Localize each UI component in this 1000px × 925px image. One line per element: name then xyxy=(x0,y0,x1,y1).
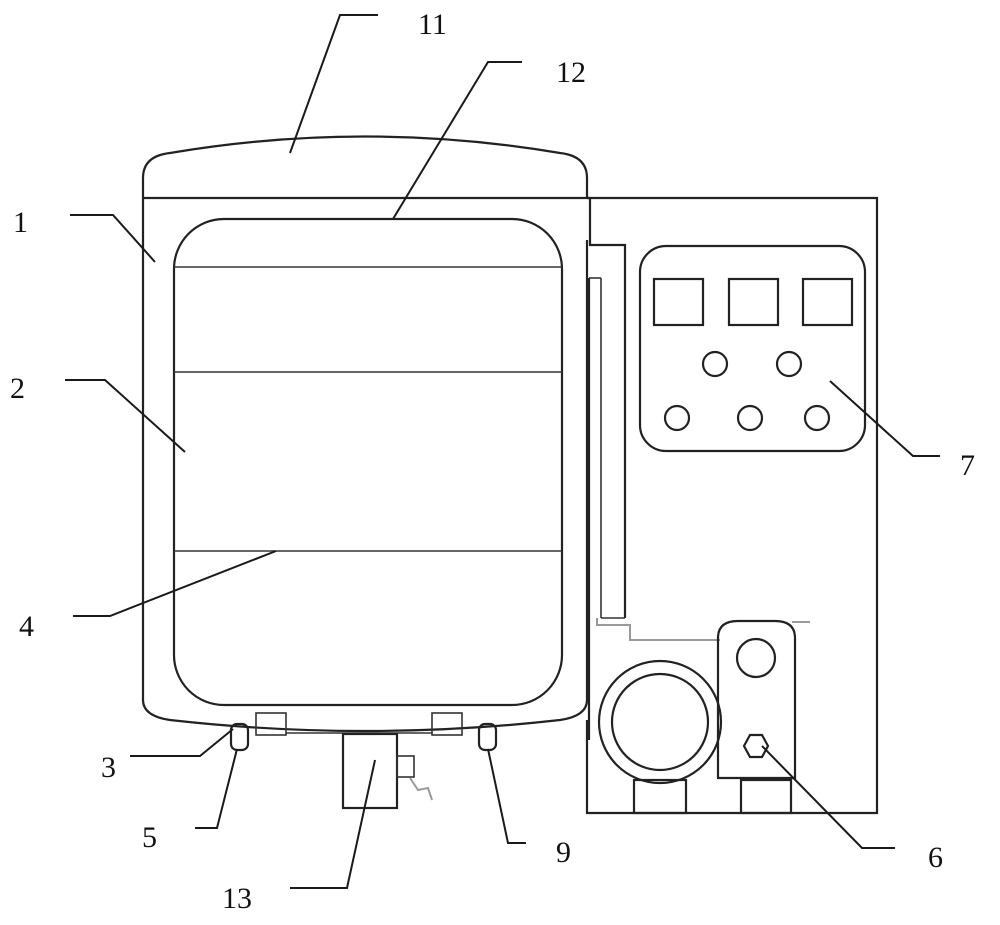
control-button-2 xyxy=(775,350,803,378)
bottom-valve-unit xyxy=(341,732,433,810)
pump-foot-left xyxy=(632,778,688,815)
label-13: 13 xyxy=(222,882,252,915)
leader-12 xyxy=(392,61,522,220)
leader-7 xyxy=(829,380,940,457)
valve-drain-tail xyxy=(409,777,433,801)
label-2: 2 xyxy=(10,372,25,405)
bottom-flange-right xyxy=(431,712,463,736)
motor-bracket xyxy=(716,619,797,780)
housing-outline xyxy=(585,196,879,815)
leader-6 xyxy=(761,745,895,849)
display-window-3 xyxy=(801,277,854,327)
housing-step xyxy=(588,198,627,618)
bottom-flange-left xyxy=(255,712,287,736)
control-panel xyxy=(638,244,867,453)
label-7: 7 xyxy=(960,449,975,482)
leader-9 xyxy=(487,748,526,844)
control-housing xyxy=(585,196,879,815)
valve-side-knob xyxy=(396,755,415,778)
pump-frame-faint xyxy=(596,618,720,641)
control-button-4 xyxy=(736,404,764,432)
label-11: 11 xyxy=(418,8,447,41)
pump-housing-inner xyxy=(610,672,710,772)
control-button-5 xyxy=(803,404,831,432)
pump-housing-outer xyxy=(597,659,723,785)
display-window-1 xyxy=(652,277,705,327)
leader-lines xyxy=(65,14,940,889)
label-3: 3 xyxy=(101,751,116,784)
display-window-2 xyxy=(727,277,780,327)
motor-bolt-hex xyxy=(742,733,770,759)
leader-3 xyxy=(130,728,234,757)
label-6: 6 xyxy=(928,841,943,874)
tank-outer-shell xyxy=(141,198,589,733)
label-5: 5 xyxy=(142,821,157,854)
leader-13 xyxy=(290,759,376,889)
leader-1 xyxy=(70,214,156,263)
motor-bolt-upper xyxy=(735,637,777,679)
leader-11 xyxy=(289,14,378,154)
label-12: 12 xyxy=(556,56,586,89)
leader-2 xyxy=(65,379,186,453)
pump-foot-right xyxy=(739,778,793,815)
pipe-stub-left xyxy=(229,722,250,752)
label-4: 4 xyxy=(19,610,34,643)
valve-body xyxy=(341,732,399,810)
tank-body xyxy=(141,135,590,752)
leader-4 xyxy=(73,550,277,617)
label-9: 9 xyxy=(556,836,571,869)
control-button-1 xyxy=(701,350,729,378)
inner-liner xyxy=(172,217,564,707)
control-button-3 xyxy=(663,404,691,432)
tank-top-cap xyxy=(141,135,589,198)
label-1: 1 xyxy=(13,206,28,239)
reference-labels: 11 12 1 2 4 3 5 13 9 7 6 xyxy=(10,8,975,915)
leader-5 xyxy=(195,748,238,829)
